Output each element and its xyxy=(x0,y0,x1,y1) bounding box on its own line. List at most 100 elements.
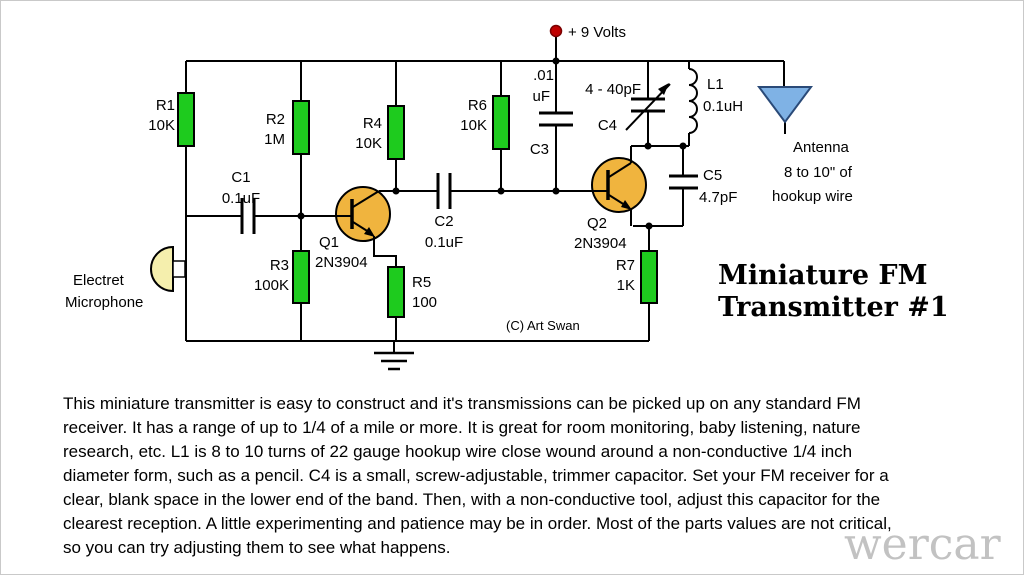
capacitor-c1-value: 0.1uF xyxy=(222,190,260,207)
capacitor-c3: .01 uF C3 xyxy=(530,67,573,158)
copyright-note: (C) Art Swan xyxy=(506,318,580,333)
transistor-q1-name: Q1 xyxy=(319,234,339,251)
description-text: This miniature transmitter is easy to co… xyxy=(63,392,892,560)
capacitor-c3-plates xyxy=(539,111,573,127)
resistor-r3-name: R3 xyxy=(270,257,289,274)
ground-icon xyxy=(374,351,414,371)
transistor-q1-emitter-arrow xyxy=(364,227,375,237)
circuit-title-line2: Transmitter #1 xyxy=(718,292,949,323)
resistor-r3-value: 100K xyxy=(254,277,289,294)
capacitor-c3-value-line2: uF xyxy=(532,88,550,105)
circuit-title-line1: Miniature FM xyxy=(718,260,928,291)
watermark: wercar xyxy=(844,519,1001,570)
description-line: research, etc. L1 is 8 to 10 turns of 22… xyxy=(63,442,853,461)
antenna-label-line2: 8 to 10" of xyxy=(784,164,853,181)
description-line: clearest reception. A little experimenti… xyxy=(63,514,892,533)
capacitor-c4-arrowhead xyxy=(658,83,669,95)
capacitor-c2: C2 0.1uF xyxy=(425,173,463,251)
resistor-r2-body xyxy=(292,100,310,155)
power-supply: + 9 Volts xyxy=(549,24,626,41)
junction-dots xyxy=(297,57,687,230)
resistor-r2-name: R2 xyxy=(266,111,285,128)
capacitor-c1-name: C1 xyxy=(231,169,250,186)
resistor-r5: R5 100 xyxy=(387,266,437,318)
resistor-r4-body xyxy=(387,105,405,160)
inductor-l1: L1 0.1uH xyxy=(688,68,743,134)
capacitor-c2-value: 0.1uF xyxy=(425,234,463,251)
transistor-q1-body xyxy=(335,186,391,242)
antenna-label-line3: hookup wire xyxy=(772,188,853,205)
microphone-label-line1: Electret xyxy=(73,272,125,289)
supply-label: + 9 Volts xyxy=(568,24,626,41)
capacitor-c4-value: 4 - 40pF xyxy=(585,81,641,98)
capacitor-c5-value: 4.7pF xyxy=(699,189,737,206)
capacitor-c3-value-line1: .01 xyxy=(533,67,554,84)
junction-dot xyxy=(644,142,652,150)
trimmer-capacitor-c4: 4 - 40pF C4 xyxy=(585,81,671,134)
resistor-r2: R2 1M xyxy=(264,100,310,155)
resistor-r1-value: 10K xyxy=(148,117,175,134)
capacitor-c4-plates xyxy=(631,97,665,113)
transistor-q2-emitter-arrow xyxy=(621,200,632,210)
description-line: clear, blank space in the lower end of t… xyxy=(63,490,881,509)
description-line: so you can try adjusting them to see wha… xyxy=(63,538,451,557)
capacitor-c5: C5 4.7pF xyxy=(669,167,737,206)
junction-dot xyxy=(497,187,505,195)
ground-symbol xyxy=(374,341,414,371)
resistor-r4-value: 10K xyxy=(355,135,382,152)
capacitor-c2-name: C2 xyxy=(434,213,453,230)
microphone-terminal xyxy=(172,260,186,278)
capacitor-c2-plates xyxy=(436,173,452,209)
capacitor-c4-name: C4 xyxy=(598,117,617,134)
capacitor-c1-plates xyxy=(240,198,256,234)
microphone-icon xyxy=(150,245,174,293)
resistor-r1: R1 10K xyxy=(148,92,195,147)
transistor-q1-collector xyxy=(352,190,380,208)
resistor-r1-body xyxy=(177,92,195,147)
junction-dot xyxy=(645,222,653,230)
capacitor-c5-plates xyxy=(669,174,698,190)
resistor-r5-body xyxy=(387,266,405,318)
resistor-r6-name: R6 xyxy=(468,97,487,114)
resistor-r7-body xyxy=(640,250,658,304)
description-line: receiver. It has a range of up to 1/4 of… xyxy=(63,418,861,437)
microphone-label-line2: Microphone xyxy=(65,294,143,311)
circuit-title: Miniature FM Transmitter #1 xyxy=(718,260,949,323)
resistor-r6-body xyxy=(492,95,510,150)
junction-dot xyxy=(679,142,687,150)
antenna-label-line1: Antenna xyxy=(793,139,850,156)
transistor-q1: Q1 2N3904 xyxy=(315,186,391,271)
antenna: Antenna 8 to 10" of hookup wire xyxy=(757,86,853,205)
resistor-r5-value: 100 xyxy=(412,294,437,311)
resistor-r4-name: R4 xyxy=(363,115,382,132)
electret-microphone: Electret Microphone xyxy=(65,245,186,311)
capacitor-c3-name: C3 xyxy=(530,141,549,158)
transistor-q2-body xyxy=(591,157,647,213)
inductor-l1-coil xyxy=(688,68,698,134)
transistor-q2-value: 2N3904 xyxy=(574,235,627,252)
inductor-l1-value: 0.1uH xyxy=(703,98,743,115)
circuit-schematic: Q1 2N3904 Q2 2N3904 xyxy=(65,24,949,371)
junction-dot xyxy=(392,187,400,195)
supply-terminal-icon xyxy=(549,24,563,38)
resistor-r7-value: 1K xyxy=(617,277,635,294)
junction-dot xyxy=(297,212,305,220)
resistor-r1-name: R1 xyxy=(156,97,175,114)
transistor-q2-collector xyxy=(608,162,632,178)
resistor-r5-name: R5 xyxy=(412,274,431,291)
resistor-r4: R4 10K xyxy=(355,105,405,160)
resistor-r2-value: 1M xyxy=(264,131,285,148)
resistor-r7-name: R7 xyxy=(616,257,635,274)
junction-dot xyxy=(552,57,560,65)
inductor-l1-name: L1 xyxy=(707,76,724,93)
resistor-r6: R6 10K xyxy=(460,95,510,150)
capacitor-c1: C1 0.1uF xyxy=(222,169,260,234)
resistor-r6-value: 10K xyxy=(460,117,487,134)
resistor-r3-body xyxy=(292,250,310,304)
resistor-r7: R7 1K xyxy=(616,250,658,304)
antenna-icon xyxy=(757,86,813,124)
transistor-q2: Q2 2N3904 xyxy=(574,157,647,252)
capacitor-c5-name: C5 xyxy=(703,167,722,184)
description-line: This miniature transmitter is easy to co… xyxy=(63,394,861,413)
